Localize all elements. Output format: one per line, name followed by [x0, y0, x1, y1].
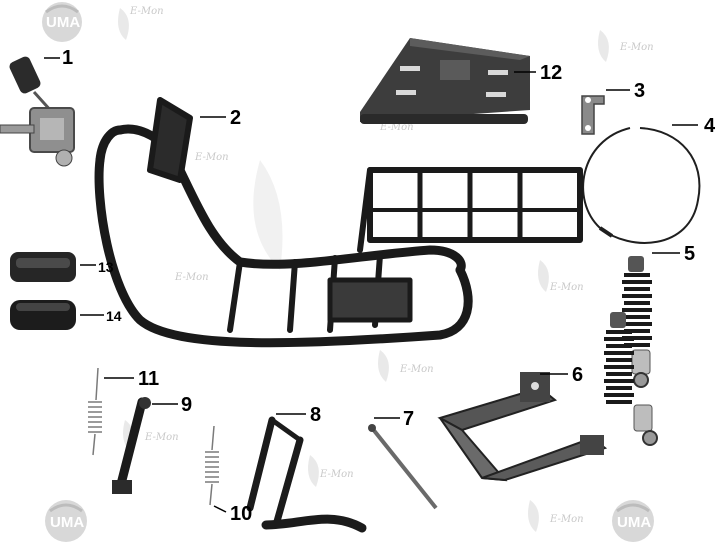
watermark-text: E-Mon — [174, 272, 209, 283]
svg-text:6: 6 — [572, 364, 583, 386]
svg-text:13: 13 — [98, 259, 114, 275]
uma-logo: UMA — [612, 500, 654, 542]
part-5-rear-shock-absorber[interactable] — [604, 312, 658, 446]
uma-logo: UMA — [42, 2, 82, 42]
uma-logo: UMA — [45, 500, 87, 542]
part-12-footboard-plate[interactable] — [360, 38, 530, 124]
watermark-leaf-icon — [118, 8, 609, 532]
svg-text:11: 11 — [138, 368, 159, 390]
watermark-text: E-Mon — [399, 364, 434, 375]
svg-text:7: 7 — [403, 408, 414, 430]
part-14-rubber-pad-lower[interactable] — [10, 300, 76, 330]
main-frame[interactable] — [94, 97, 583, 348]
callout-3: 3 — [606, 80, 645, 102]
callout-12: 12 — [514, 62, 562, 84]
watermark-text: E-Mon — [549, 282, 584, 293]
watermark-text: E-Mon — [319, 469, 354, 480]
svg-text:UMA: UMA — [50, 514, 84, 531]
callout-8: 8 — [276, 404, 321, 426]
callout-2: 2 — [200, 107, 241, 129]
part-5-rear-shock-absorber[interactable] — [622, 256, 652, 388]
svg-text:4: 4 — [704, 115, 716, 137]
part-13-rubber-pad-upper[interactable] — [10, 252, 76, 282]
callout-1: 1 — [44, 47, 73, 69]
watermark-text: E-Mon — [619, 42, 654, 53]
watermark-text: E-Mon — [549, 514, 584, 525]
watermark-text: E-Mon — [129, 6, 164, 17]
callout-9: 9 — [152, 394, 192, 416]
part-8-center-stand[interactable] — [246, 416, 367, 533]
svg-text:UMA: UMA — [46, 14, 80, 31]
svg-text:12: 12 — [540, 62, 562, 84]
callout-5: 5 — [652, 243, 695, 265]
part-3-mounting-bracket[interactable] — [581, 95, 605, 135]
part-9-side-stand[interactable] — [112, 397, 151, 494]
svg-text:UMA: UMA — [617, 514, 651, 531]
part-7-axle-rod[interactable] — [368, 424, 438, 510]
callout-10: 10 — [213, 503, 252, 525]
svg-text:3: 3 — [634, 80, 645, 102]
watermark-text: E-Mon — [379, 122, 414, 133]
watermark-layer: E-Mon E-Mon E-Mon E-Mon E-Mon E-Mon E-Mo… — [118, 6, 654, 532]
callout-14: 14 — [80, 308, 122, 324]
watermark-text: E-Mon — [194, 152, 229, 163]
part-1-throttle-lever[interactable] — [0, 55, 75, 167]
part-11-side-stand-spring[interactable] — [88, 367, 102, 456]
svg-text:9: 9 — [181, 394, 192, 416]
callout-13: 13 — [80, 259, 114, 275]
svg-text:1: 1 — [62, 47, 73, 69]
callout-11: 11 — [104, 368, 159, 390]
watermark-text: E-Mon — [144, 432, 179, 443]
part-6-swing-arm[interactable] — [437, 372, 608, 482]
part-4-cable[interactable] — [582, 127, 701, 244]
svg-text:10: 10 — [230, 503, 252, 525]
svg-text:14: 14 — [106, 308, 122, 324]
svg-text:5: 5 — [684, 243, 695, 265]
svg-text:2: 2 — [230, 107, 241, 129]
svg-text:8: 8 — [310, 404, 321, 426]
part-10-stand-spring[interactable] — [205, 425, 219, 506]
callout-7: 7 — [374, 408, 414, 430]
callout-4: 4 — [672, 115, 716, 137]
callout-6: 6 — [540, 364, 583, 386]
